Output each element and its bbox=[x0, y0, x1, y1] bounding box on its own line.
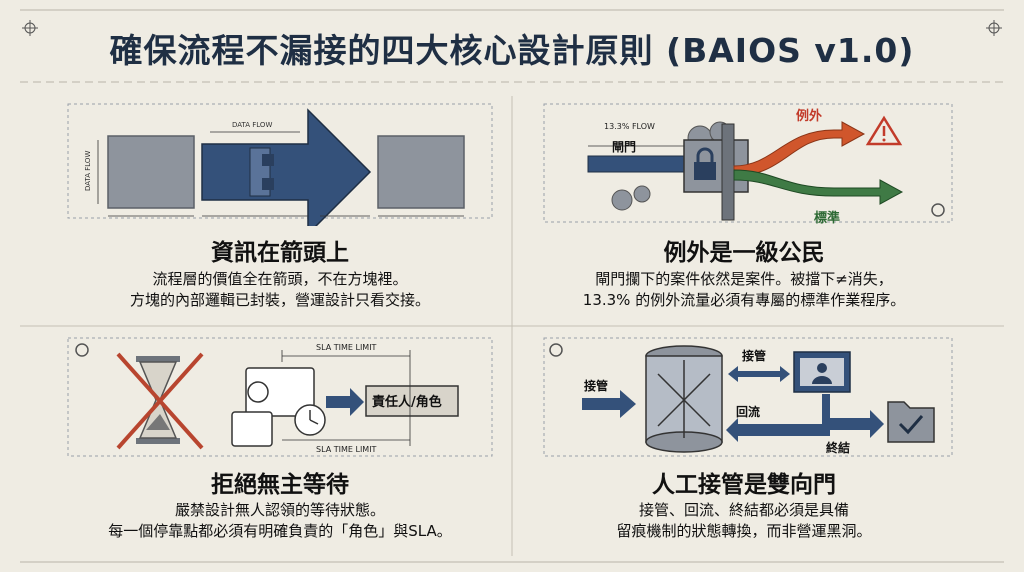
desc-line: 每一個停靠點都必須有明確負責的「角色」與SLA。 bbox=[108, 522, 452, 540]
role-box-label: 責任人/角色 bbox=[372, 394, 442, 410]
settings-icon bbox=[75, 343, 89, 357]
lock-icon bbox=[694, 147, 716, 180]
return-arrow bbox=[726, 394, 830, 442]
calendar-icon bbox=[231, 367, 315, 447]
flow-arrow bbox=[201, 108, 372, 226]
arrow-flow-diagram: DATA FLOW DATA FLOW bbox=[67, 103, 493, 226]
desc-line: 留痕機制的狀態轉換，而非營運黑洞。 bbox=[616, 522, 872, 540]
panel-description: 閘門攔下的案件依然是案件。被擋下≠消失， 13.3% 的例外流量必須有專屬的標準… bbox=[524, 269, 964, 311]
panel-description: 接管、回流、終結都必須是具備 留痕機制的狀態轉換，而非營運黑洞。 bbox=[524, 500, 964, 542]
sla-top-label: SLA TIME LIMIT bbox=[316, 343, 377, 352]
source-block bbox=[107, 135, 195, 209]
sla-bottom-label: SLA TIME LIMIT bbox=[316, 445, 377, 454]
settings-icon bbox=[549, 343, 563, 357]
panel-title: 資訊在箭頭上 bbox=[211, 240, 349, 266]
role-box bbox=[365, 385, 459, 417]
data-flow-side-label: DATA FLOW bbox=[84, 151, 92, 191]
prohibited-cross-icon bbox=[116, 352, 204, 450]
desc-line: 接管、回流、終結都必須是具備 bbox=[638, 501, 849, 519]
folder-check-icon bbox=[887, 401, 935, 443]
page-title: 確保流程不漏接的四大核心設計原則 (BAIOS v1.0) bbox=[109, 31, 915, 70]
operator-monitor-icon bbox=[793, 351, 851, 393]
sla-diagram: 責任人/角色 SLA TIME LIMIT SLA TIME LIMIT bbox=[67, 337, 493, 457]
takeover-in-label: 接管 bbox=[584, 378, 608, 393]
flow-arrow bbox=[326, 388, 364, 416]
panel-human-takeover: 接管 接管 回流 終結 bbox=[524, 334, 964, 556]
return-label: 回流 bbox=[736, 404, 760, 419]
revolving-door-diagram: 接管 接管 回流 終結 bbox=[543, 337, 953, 457]
data-flow-top-label: DATA FLOW bbox=[232, 121, 272, 129]
flow-percent-label: 13.3% FLOW bbox=[604, 122, 655, 131]
exception-arrow bbox=[733, 121, 866, 177]
desc-line: 流程層的價值全在箭頭，不在方塊裡。 bbox=[152, 270, 408, 288]
panel-info-on-arrow: DATA FLOW DATA FLOW 資訊在箭頭上 流程層的價值全在箭頭，不在… bbox=[60, 96, 500, 322]
revolving-door-icon bbox=[645, 345, 723, 453]
panel-description: 嚴禁設計無人認領的等待狀態。 每一個停靠點都必須有明確負責的「角色」與SLA。 bbox=[60, 500, 500, 542]
input-pipe bbox=[587, 155, 689, 173]
panel-title: 例外是一級公民 bbox=[663, 240, 825, 266]
gate-label: 閘門 bbox=[612, 140, 636, 154]
desc-line: 嚴禁設計無人認領的等待狀態。 bbox=[174, 501, 385, 519]
panel-no-ownerless-wait: 責任人/角色 SLA TIME LIMIT SLA TIME LIMIT 拒絕無… bbox=[60, 334, 500, 556]
clock-icon bbox=[247, 381, 326, 436]
settings-icon bbox=[931, 203, 945, 217]
exception-label: 例外 bbox=[796, 108, 822, 124]
standard-arrow bbox=[733, 169, 904, 205]
panel-exception-first-class: 13.3% FLOW 閘門 例外 標準 例外是一級公民 bbox=[524, 96, 964, 322]
desc-line: 閘門攔下的案件依然是案件。被擋下≠消失， bbox=[595, 270, 893, 288]
desc-line: 13.3% 的例外流量必須有專屬的標準作業程序。 bbox=[582, 291, 906, 309]
panel-title: 拒絕無主等待 bbox=[211, 472, 349, 498]
end-arrow bbox=[830, 410, 884, 438]
panel-title: 人工接管是雙向門 bbox=[652, 472, 836, 498]
target-block bbox=[377, 135, 465, 209]
takeover-arrow bbox=[728, 366, 790, 382]
inbound-arrow bbox=[582, 390, 636, 418]
standard-label: 標準 bbox=[814, 210, 840, 226]
panel-description: 流程層的價值全在箭頭，不在方塊裡。 方塊的內部邏輯已封裝，營運設計只看交接。 bbox=[60, 269, 500, 311]
takeover-label: 接管 bbox=[742, 348, 766, 363]
warning-icon bbox=[865, 115, 903, 146]
gate-diagram: 13.3% FLOW 閘門 例外 標準 bbox=[543, 103, 953, 226]
desc-line: 方塊的內部邏輯已封裝，營運設計只看交接。 bbox=[129, 291, 430, 309]
end-label: 終結 bbox=[826, 440, 850, 455]
